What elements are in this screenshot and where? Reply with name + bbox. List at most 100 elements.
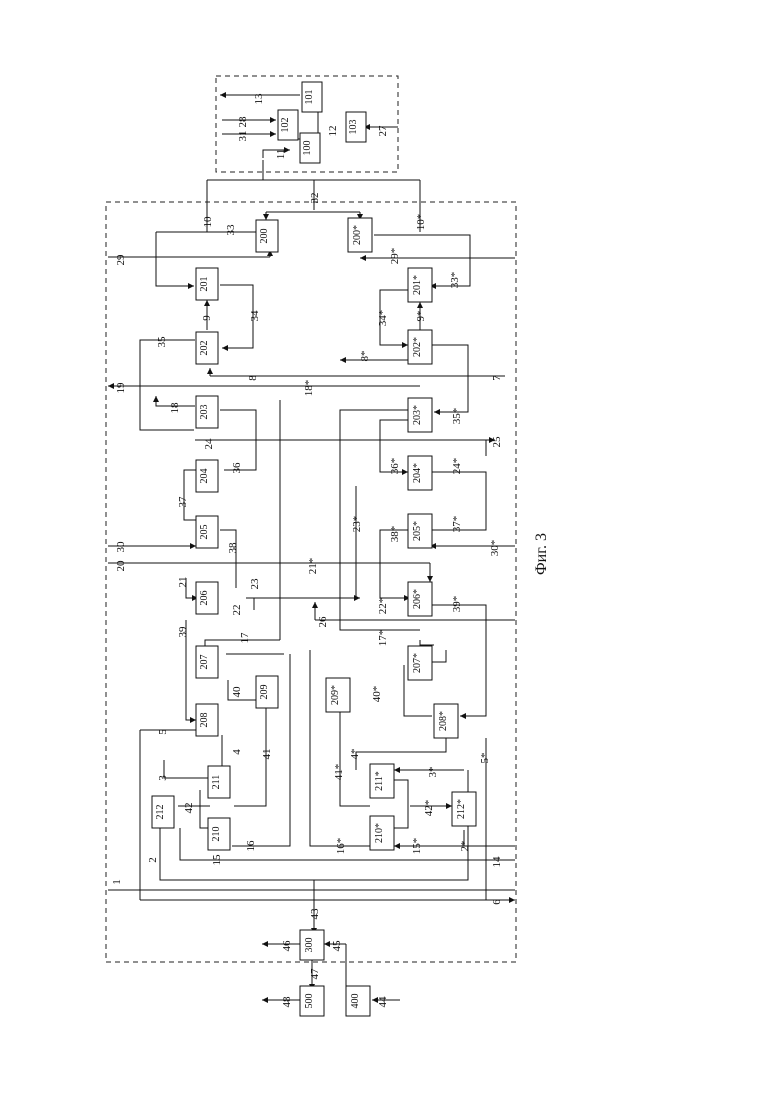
line-label: 24* [451,458,463,475]
line-label: 33 [225,224,237,236]
line-label: 37 [177,496,189,508]
block-209s: 209* [326,678,350,712]
block-203-label: 203 [199,405,210,420]
block-208s-label: 208* [438,711,449,731]
line-label: 45 [331,940,343,952]
line-label: 26 [317,616,329,628]
line-label: 2 [147,857,159,863]
figure-caption: Фиг. 3 [533,533,550,575]
block-210-label: 210 [211,827,222,842]
block-205-label: 205 [199,525,210,540]
block-208-label: 208 [199,713,210,728]
line-label: 17 [239,632,251,644]
line-label: 30 [115,541,127,553]
line-label: 3 [157,775,169,781]
line-label: 5* [479,753,491,764]
line-label: 3* [427,767,439,778]
line-label: 38* [389,526,401,543]
line-label: 39* [451,596,463,613]
block-205: 205 [196,516,218,548]
line-label: 27 [377,125,389,137]
block-210s-label: 210* [374,823,385,843]
line-label: 12 [327,126,339,137]
line-label: 24 [203,438,215,450]
block-400: 400 [346,986,370,1016]
block-208s: 208* [434,704,458,738]
block-103: 103 [346,112,366,142]
block-201s-label: 201* [412,275,423,295]
line-label: 22 [231,605,243,616]
line-label: 20 [115,560,127,572]
line-label: 44 [377,996,389,1008]
block-100-label: 100 [302,141,313,156]
line-label: 48 [281,996,293,1008]
block-209-label: 209 [259,685,270,700]
block-103-label: 103 [348,120,359,135]
line-label: 37* [451,516,463,533]
block-212: 212 [152,796,174,828]
block-205s: 205* [408,514,432,548]
line-label: 35* [451,408,463,425]
line-label: 18* [303,380,315,397]
line-label: 14 [491,856,503,868]
line-label: 16* [335,838,347,855]
line-label: 42* [423,800,435,817]
block-101: 101 [302,82,322,112]
line-label: 47 [309,968,321,980]
block-203s: 203* [408,398,432,432]
line-label: 43 [309,908,321,920]
line-label: 15 [211,854,223,866]
line-label: 36 [231,462,243,474]
line-label: 5 [157,729,169,735]
block-202s-label: 202* [412,337,423,357]
line-label: 21* [307,558,319,575]
line-label: 41* [333,764,345,781]
line-label: 25 [491,436,503,448]
block-206-label: 206 [199,591,210,606]
line-label: 11 [275,149,287,160]
line-label: 4 [231,749,243,755]
block-212s: 212* [452,792,476,826]
block-200s: 200* [348,218,372,252]
block-207-label: 207 [199,655,210,670]
block-209s-label: 209* [330,685,341,705]
block-300: 300 [300,930,324,960]
block-211-label: 211 [211,775,222,790]
block-203s-label: 203* [412,405,423,425]
block-207: 207 [196,646,218,678]
block-102-label: 102 [280,118,291,133]
block-400-label: 400 [350,994,361,1009]
line-label: 23* [351,516,363,533]
line-label: 33* [449,272,461,289]
line-label: 46 [281,940,293,952]
block-205s-label: 205* [412,521,423,541]
block-500: 500 [300,986,324,1016]
line-label: 17* [377,630,389,647]
line-label: 40 [231,686,243,698]
line-label: 34 [249,310,261,322]
block-200s-label: 200* [352,225,363,245]
line-label: 21 [177,577,189,588]
line-label: 6 [491,899,503,905]
line-label: 29 [115,254,127,266]
line-label: 13 [253,93,265,105]
block-204s-label: 204* [412,463,423,483]
line-label: 4* [349,749,361,760]
line-labels: 13 28 31 12 27 11 32 10 33 10* 29 29* 33… [111,93,503,1008]
line-label: 39 [177,626,189,638]
line-label: 32 [309,193,321,204]
line-label: 38 [227,542,239,554]
block-101-label: 101 [304,90,315,105]
line-label: 22* [377,598,389,615]
block-206s-label: 206* [412,589,423,609]
line-label: 8 [247,375,259,381]
block-100: 100 [300,133,320,163]
block-207s-label: 207* [412,653,423,673]
line-label: 7 [491,375,503,381]
block-207s: 207* [408,646,432,680]
line-label: 9 [201,315,213,321]
block-211: 211 [208,766,230,798]
line-label: 30* [489,540,501,557]
block-212-label: 212 [155,805,166,820]
